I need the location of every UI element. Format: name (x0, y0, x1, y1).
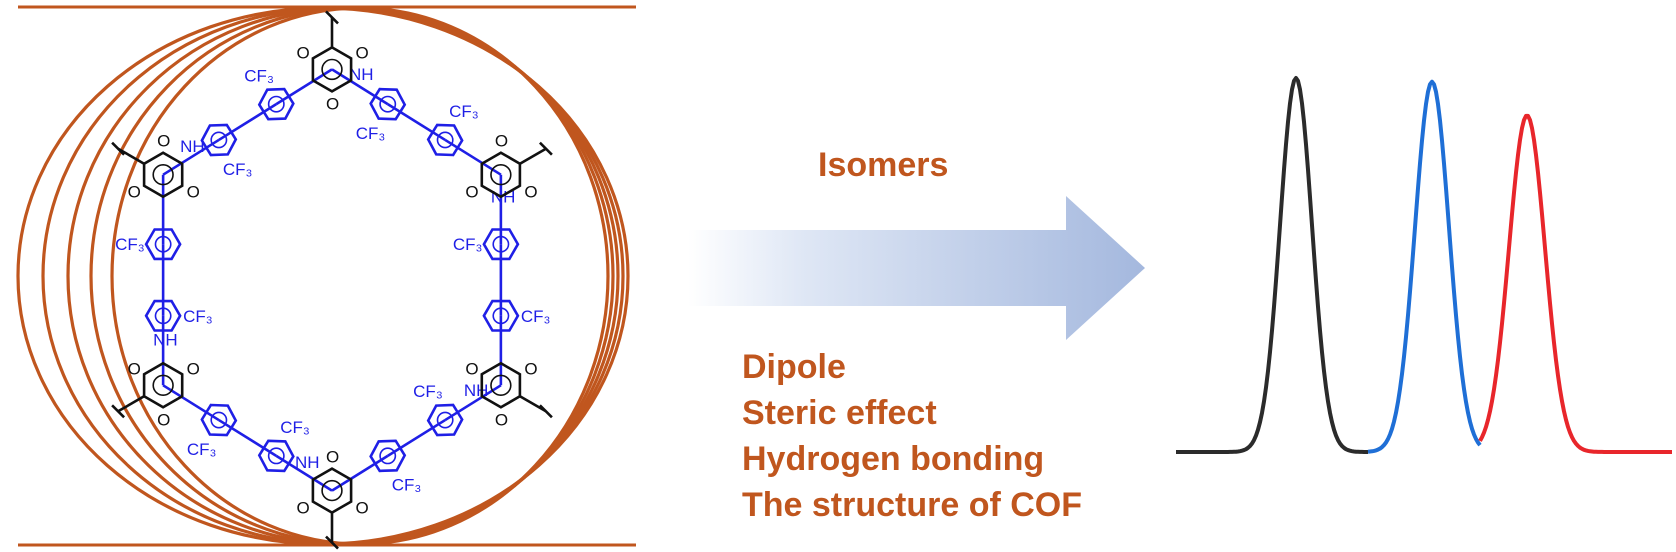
chromatogram (1176, 76, 1672, 454)
cf3-label: CF₃ (521, 307, 551, 326)
imine-bond (162, 384, 220, 422)
linker-ring (144, 228, 182, 261)
arrow-label: Isomers (818, 146, 948, 184)
imine-bond (331, 454, 389, 492)
cf3-label: CF₃ (453, 235, 483, 254)
carbonyl-o-label: O (465, 359, 478, 378)
imine-bond (444, 384, 502, 422)
carbonyl-o-label: O (326, 94, 339, 113)
carbonyl-o-label: O (157, 410, 170, 429)
imine-bond (444, 138, 502, 176)
wavy-terminus (111, 404, 126, 419)
wavy-terminus (538, 141, 553, 156)
cf3-label: CF₃ (244, 66, 274, 85)
cf3-label: CF₃ (223, 160, 253, 179)
carbonyl-o-label: O (326, 448, 339, 467)
factor-cof-structure: The structure of COF (742, 486, 1082, 524)
coil-loop (110, 6, 610, 546)
biphenyl-bond (387, 418, 446, 457)
carbonyl-o-label: O (187, 359, 200, 378)
carbonyl-o-label: O (355, 499, 368, 518)
cf3-label: CF₃ (183, 307, 213, 326)
wavy-terminus (538, 404, 553, 419)
wavy-terminus (111, 141, 126, 156)
keto-enamine-node (142, 361, 184, 409)
factor-hydrogen-bonding: Hydrogen bonding (742, 440, 1044, 478)
cf3-label: CF₃ (392, 476, 422, 495)
carbonyl-o-label: O (157, 132, 170, 151)
nh-label: NH (153, 331, 178, 350)
carbonyl-o-label: O (297, 43, 310, 62)
linker-ring (200, 123, 238, 157)
imine-bond (275, 454, 333, 492)
cf3-label: CF₃ (356, 124, 386, 143)
keto-enamine-node (311, 467, 353, 515)
cf3-label: CF₃ (449, 102, 479, 121)
keto-enamine-node (142, 151, 184, 199)
linker-ring (482, 228, 520, 261)
linker-ring (257, 439, 295, 473)
carbonyl-o-label: O (128, 359, 141, 378)
carbonyl-o-label: O (524, 183, 537, 202)
peak-black (1176, 76, 1368, 454)
peak-red (1478, 113, 1672, 454)
keto-enamine-node (480, 151, 522, 199)
carbonyl-o-label: O (495, 410, 508, 429)
factor-dipole: Dipole (742, 348, 846, 386)
separation-arrow (688, 196, 1145, 340)
linker-ring (369, 87, 407, 121)
linker-ring (426, 403, 464, 437)
factor-list: Dipole Steric effect Hydrogen bonding Th… (742, 348, 1082, 524)
extension-bond (117, 395, 145, 413)
carbonyl-o-label: O (495, 132, 508, 151)
carbonyl-o-label: O (355, 43, 368, 62)
linker-ring (257, 87, 295, 121)
biphenyl-bond (218, 418, 277, 457)
nh-label: NH (180, 137, 205, 156)
cf3-label: CF₃ (187, 440, 217, 459)
imine-bond (162, 138, 220, 176)
linker-ring (482, 299, 520, 332)
biphenyl-bond (218, 103, 277, 142)
linker-ring (369, 439, 407, 473)
nh-label: NH (349, 65, 374, 84)
imine-bond (275, 68, 333, 106)
coil-loop (89, 6, 615, 546)
carbonyl-o-label: O (187, 183, 200, 202)
peak-blue (1367, 79, 1482, 454)
extension-bond (519, 147, 547, 165)
cf3-label: CF₃ (280, 418, 310, 437)
factor-steric-effect: Steric effect (742, 394, 937, 432)
linker-ring (426, 123, 464, 157)
keto-enamine-node (480, 361, 522, 409)
nh-label: NH (295, 453, 320, 472)
imine-bond (331, 68, 389, 106)
cof-pore-structure: CF₃CF₃NHCF₃CF₃NHCF₃CF₃NHCF₃CF₃NHCF₃CF₃NH… (111, 10, 553, 550)
keto-enamine-node (311, 45, 353, 93)
cf3-label: CF₃ (115, 235, 145, 254)
carbonyl-o-label: O (465, 183, 478, 202)
carbonyl-o-label: O (128, 183, 141, 202)
wavy-terminus (325, 535, 339, 550)
linker-ring (200, 403, 238, 437)
carbonyl-o-label: O (297, 499, 310, 518)
wavy-terminus (325, 10, 339, 25)
carbonyl-o-label: O (524, 359, 537, 378)
linker-ring (144, 299, 182, 332)
cf3-label: CF₃ (413, 382, 443, 401)
biphenyl-bond (387, 103, 446, 142)
